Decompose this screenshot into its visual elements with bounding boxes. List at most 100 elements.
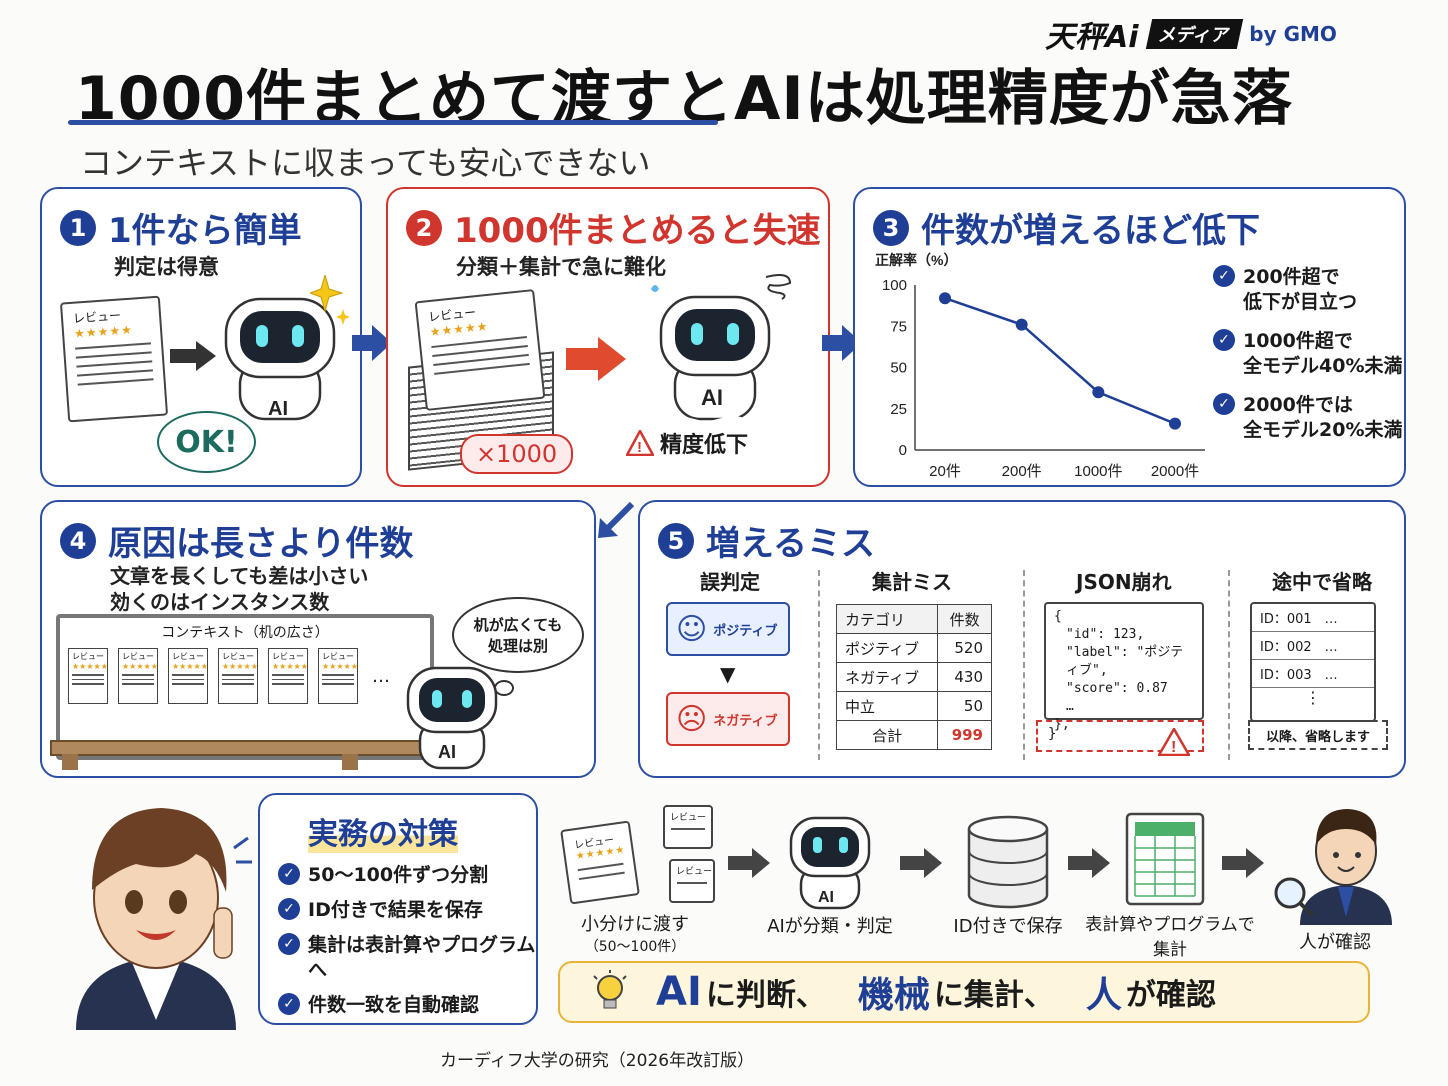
data-point xyxy=(939,292,951,305)
sad-face-icon: ☹ xyxy=(676,701,708,737)
arrow-right-icon xyxy=(822,325,862,361)
robot-icon: AI xyxy=(789,816,871,910)
chart-notes: ✓200件超で低下が目立つ ✓1000件超で全モデル40%未満 ✓2000件では… xyxy=(1213,265,1402,443)
list-item: ID：001 … xyxy=(1252,604,1374,632)
warning-icon: ! xyxy=(1158,728,1190,756)
panel-4-desc-1: 文章を長くしても差は小さい xyxy=(110,564,369,588)
flow-label-2: AIが分類・判定 xyxy=(767,916,893,937)
panel-4-title-text: 原因は長さより件数 xyxy=(108,524,414,564)
svg-text:!: ! xyxy=(1171,739,1176,756)
mini-review-document: レビュー★★★★★ xyxy=(218,648,258,704)
arrow-right-icon xyxy=(566,337,626,381)
robot-ai-label: AI xyxy=(818,889,834,906)
presenter-avatar xyxy=(76,808,252,1030)
check-icon: ✓ xyxy=(278,933,300,955)
robot-ai-label: AI xyxy=(268,398,288,420)
chart-note: ✓200件超で低下が目立つ xyxy=(1213,265,1402,315)
panel-3-number: 3 xyxy=(873,209,909,246)
x-tick-label: 20件 xyxy=(929,463,961,480)
panel-5-title: 5 増えるミス xyxy=(658,516,875,565)
brand-media: メディア xyxy=(1145,19,1243,49)
worried-robot-icon: AI xyxy=(651,285,771,421)
misjudge-heading: 誤判定 xyxy=(700,570,760,594)
robot-icon: AI xyxy=(406,666,498,770)
measures-panel: 実務の対策 ✓50〜100件ずつ分割 ✓ID付きで結果を保存 ✓集計は表計算やプ… xyxy=(258,793,538,1025)
flow-label-1: 小分けに渡す（50〜100件） xyxy=(581,914,689,955)
id-list: ID：001 … ID：002 … ID：003 … ⋮ xyxy=(1250,602,1376,722)
data-point xyxy=(1092,386,1105,399)
ellipsis: … xyxy=(372,665,390,687)
flow-label-3: ID付きで保存 xyxy=(953,916,1063,937)
check-icon: ✓ xyxy=(278,898,300,920)
measure-item: ✓ID付きで結果を保存 xyxy=(278,898,536,923)
x-tick-label: 2000件 xyxy=(1151,463,1199,480)
lightbulb-icon xyxy=(593,970,627,1009)
check-icon: ✓ xyxy=(278,863,300,885)
panel-4-title: 4 原因は長さより件数 xyxy=(60,516,413,565)
warning-text: 精度低下 xyxy=(660,433,749,458)
panel-2-title-text: 1000件まとめると失速 xyxy=(454,211,821,251)
y-axis-label: 正解率（%） xyxy=(875,252,957,268)
table-header: 件数 xyxy=(937,604,992,634)
panel-4: 4 原因は長さより件数 文章を長くしても差は小さい 効くのはインスタンス数 コン… xyxy=(40,500,596,778)
data-point xyxy=(1169,417,1181,430)
robot-ai-label: AI xyxy=(438,742,456,762)
mini-review-document: レビュー★★★★★ xyxy=(168,648,208,704)
ok-bubble: OK! xyxy=(157,411,256,473)
flow-label-4: 表計算やプログラムで集計 xyxy=(1085,915,1255,960)
panel-3-title: 3 件数が増えるほど低下 xyxy=(873,203,1260,252)
panel-1: 1 1件なら簡単 判定は得意 レビュー ★★★★★ AI OK! xyxy=(40,187,362,487)
arrow-right-icon xyxy=(352,325,392,361)
y-tick-label: 25 xyxy=(890,401,907,418)
reviewer-person-icon xyxy=(1274,809,1392,925)
positive-label: ポジティブ xyxy=(713,623,778,639)
brand-logo: 天秤Ai メディア by GMO xyxy=(1045,12,1337,56)
positive-card: ☺ ポジティブ xyxy=(666,602,790,656)
measure-item: ✓50〜100件ずつ分割 xyxy=(278,863,536,888)
svg-text:!: ! xyxy=(637,439,642,456)
ok-text: OK! xyxy=(175,424,238,460)
panel-4-number: 4 xyxy=(60,522,96,559)
omitted-note: 以降、省略します xyxy=(1248,720,1388,750)
context-board-label: コンテキスト（机の広さ） xyxy=(161,625,329,641)
database-icon xyxy=(967,815,1049,909)
arrow-right-icon xyxy=(728,848,770,878)
y-tick-label: 50 xyxy=(890,360,907,377)
page-subtitle: コンテキストに収まっても安心できない xyxy=(80,144,651,182)
thought-bubble: 机が広くても 処理は別 xyxy=(452,597,584,673)
context-board: コンテキスト（机の広さ） レビュー★★★★★レビュー★★★★★レビュー★★★★★… xyxy=(56,614,434,760)
times-1000-text: ×1000 xyxy=(476,440,558,468)
x-tick-label: 200件 xyxy=(1002,463,1042,480)
panel-4-desc-2: 効くのはインスタンス数 xyxy=(110,590,330,614)
panel-2: 2 1000件まとめると失速 分類＋集計で急に難化 レビュー ★★★★★ ×10… xyxy=(386,187,830,487)
brand-name: 天秤Ai xyxy=(1045,20,1139,55)
arrow-right-icon xyxy=(170,341,216,371)
dizzy-spiral-icon xyxy=(765,274,792,300)
negative-card: ☹ ネガティブ xyxy=(666,692,790,746)
y-tick-label: 0 xyxy=(899,442,907,459)
panel-1-title-text: 1件なら簡単 xyxy=(108,211,302,251)
panel-1-desc: 判定は得意 xyxy=(114,255,219,279)
measures-list: ✓50〜100件ずつ分割 ✓ID付きで結果を保存 ✓集計は表計算やプログラムへ … xyxy=(278,863,536,1018)
chart-note: ✓2000件では全モデル20%未満 xyxy=(1213,393,1402,443)
warning-icon: ! xyxy=(626,430,654,456)
panel-5-number: 5 xyxy=(658,522,694,559)
mini-review-document: レビュー★★★★★ xyxy=(118,648,158,704)
flow-label-5: 人が確認 xyxy=(1299,932,1371,953)
negative-label: ネガティブ xyxy=(713,713,778,729)
mini-review-document: レビュー★★★★★ xyxy=(68,648,108,704)
count-error-heading: 集計ミス xyxy=(872,570,952,594)
check-icon: ✓ xyxy=(1213,393,1235,415)
slogan-banner: AI に判断、 機械 に集計、 人 が確認 xyxy=(558,961,1370,1023)
omission-heading: 途中で省略 xyxy=(1272,570,1372,594)
mini-document-row: レビュー★★★★★レビュー★★★★★レビュー★★★★★レビュー★★★★★レビュー… xyxy=(68,648,390,704)
times-1000-badge: ×1000 xyxy=(460,434,574,474)
robot-ai-label: AI xyxy=(701,385,723,410)
data-point xyxy=(1015,318,1028,331)
panel-2-number: 2 xyxy=(406,209,442,246)
spreadsheet-icon xyxy=(1125,812,1205,906)
json-error-heading: JSON崩れ xyxy=(1076,570,1172,594)
